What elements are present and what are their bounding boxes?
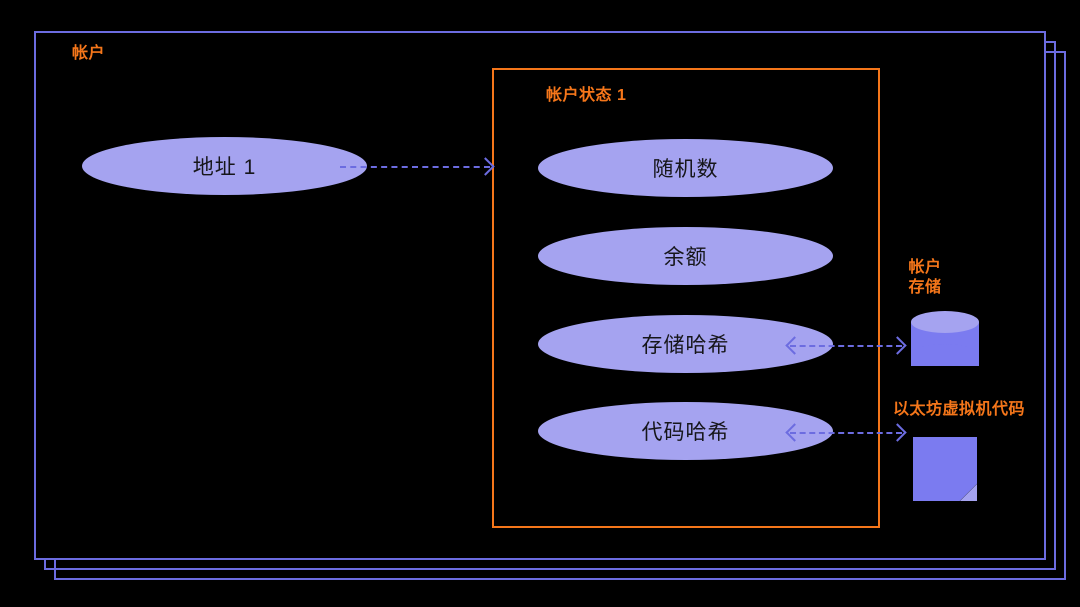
evm-code-label: 以太坊虚拟机代码 xyxy=(893,401,1026,418)
connector-address-to-state xyxy=(340,157,495,176)
connector-line xyxy=(790,345,902,347)
cylinder-top xyxy=(911,311,979,333)
account-frame xyxy=(34,31,1046,560)
node-storage-hash: 存储哈希 xyxy=(538,315,833,373)
node-balance: 余额 xyxy=(538,227,833,285)
connector-code-hash-to-evm-code xyxy=(785,423,907,442)
node-address: 地址 1 xyxy=(82,137,367,195)
node-code-hash: 代码哈希 xyxy=(538,402,833,460)
cylinder-bottom xyxy=(911,344,979,366)
connector-line xyxy=(340,166,490,168)
account-state-box-label: 帐户状态 1 xyxy=(546,87,627,104)
account-frame-label: 帐户 xyxy=(72,45,106,62)
database-cylinder-icon xyxy=(911,311,979,377)
node-nonce: 随机数 xyxy=(538,139,833,197)
code-document-icon xyxy=(913,437,977,501)
connector-line xyxy=(790,432,902,434)
connector-storage-hash-to-account-storage xyxy=(785,336,907,355)
code-document-body xyxy=(913,437,977,501)
account-storage-label: 帐户 存储 xyxy=(908,259,942,296)
account-state-box xyxy=(492,68,880,528)
